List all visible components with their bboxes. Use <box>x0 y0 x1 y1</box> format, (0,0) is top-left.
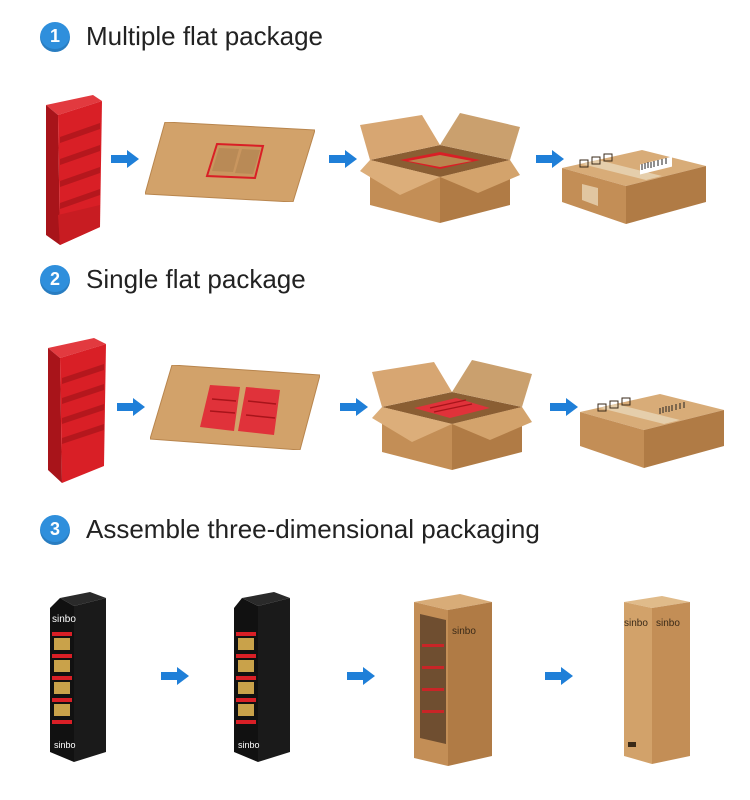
arrow-right-icon <box>545 667 573 685</box>
brand-logo: sinbo <box>238 740 260 750</box>
open-carton-box <box>360 105 520 223</box>
number-badge: 1 <box>40 21 70 52</box>
brand-logo: sinbo <box>624 618 648 629</box>
display-inside-open-carton: sinbo <box>410 594 496 766</box>
section-title: Assemble three-dimensional packaging <box>86 514 540 544</box>
arrow-right-icon <box>340 398 368 416</box>
black-display-stand: sinbo sinbo <box>50 592 112 762</box>
open-carton-box <box>372 352 532 470</box>
section-3-header: 3 Assemble three-dimensional packaging <box>40 514 540 545</box>
sealed-tall-carton: sinbo sinbo <box>620 596 694 764</box>
red-display-stand <box>42 338 112 483</box>
arrow-right-icon <box>161 667 189 685</box>
arrow-right-icon <box>347 667 375 685</box>
number-badge: 2 <box>40 264 70 295</box>
brand-logo: sinbo <box>52 614 76 625</box>
section-title: Multiple flat package <box>86 21 324 51</box>
flat-board-single-pieces <box>150 365 320 450</box>
arrow-right-icon <box>329 150 357 168</box>
arrow-right-icon <box>111 150 139 168</box>
brand-logo: sinbo <box>452 626 476 637</box>
section-2-header: 2 Single flat package <box>40 264 306 295</box>
black-display-stand: sinbo <box>234 592 296 762</box>
flat-board-multiple-pieces <box>145 122 315 202</box>
arrow-right-icon <box>117 398 145 416</box>
brand-logo: sinbo <box>54 740 76 750</box>
arrow-right-icon <box>550 398 578 416</box>
section-1-header: 1 Multiple flat package <box>40 21 323 52</box>
sealed-carton-box <box>562 128 706 224</box>
section-title: Single flat package <box>86 264 306 294</box>
red-display-stand <box>38 95 108 245</box>
number-badge: 3 <box>40 514 70 545</box>
brand-logo: sinbo <box>656 618 680 629</box>
sealed-carton-box <box>580 372 724 468</box>
arrow-right-icon <box>536 150 564 168</box>
